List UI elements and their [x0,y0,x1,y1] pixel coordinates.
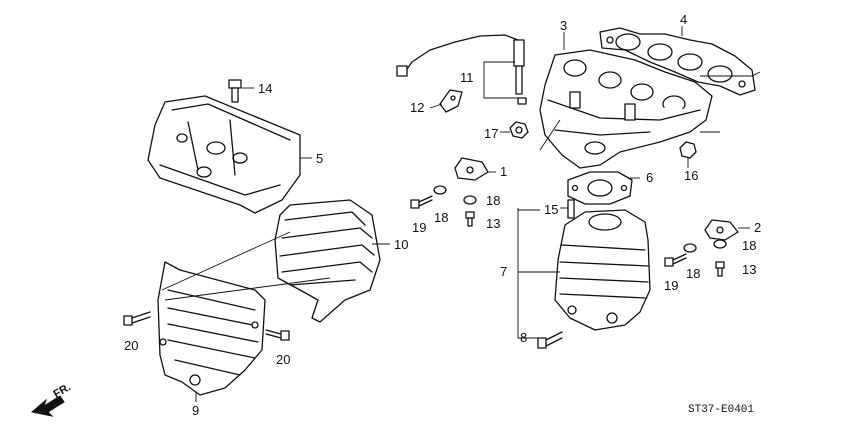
label-19-left: 19 [412,220,426,235]
bolt-13-right [715,261,725,277]
nut-16 [679,141,697,159]
label-12: 12 [410,100,424,115]
bolt-19-right [664,253,687,267]
label-7: 7 [500,264,507,279]
washer-18a [433,185,447,195]
label-9: 9 [192,403,199,418]
front-arrow-icon [30,395,65,417]
label-4: 4 [680,12,687,27]
label-13-left: 13 [486,216,500,231]
label-3: 3 [560,18,567,33]
upper-heat-shield [147,95,301,214]
catalytic-converter [554,209,651,331]
label-5: 5 [316,151,323,166]
bracket-12 [439,89,463,113]
bolt-20-right [265,329,290,341]
part-number-labels: 14 5 10 9 20 20 11 12 17 3 4 6 16 1 2 15… [52,12,762,418]
converter-gasket [567,171,633,205]
bolt-8 [537,331,563,349]
label-8: 8 [520,330,527,345]
drawing-code: ST37-E0401 [688,404,754,416]
bolt-14 [228,79,242,103]
label-11: 11 [460,70,474,85]
label-14: 14 [258,81,272,96]
stud-15 [567,199,575,219]
label-18d: 18 [742,238,756,253]
label-20-left: 20 [124,338,138,353]
exhaust-manifold [539,49,713,169]
washer-18d [713,239,727,249]
label-16: 16 [684,168,698,183]
label-17: 17 [484,126,498,141]
label-18c: 18 [686,266,700,281]
heat-shield-lower-half [157,261,266,396]
nut-17 [509,121,529,139]
bracket-2 [704,219,739,241]
bolt-20-left [123,311,151,326]
bolt-19-left [410,195,433,209]
bracket-1 [454,157,489,181]
label-20-right: 20 [276,352,290,367]
leader-lines [161,26,761,402]
manifold-gasket [599,27,756,96]
label-18a: 18 [434,210,448,225]
oxygen-sensor [396,34,527,105]
label-15: 15 [544,202,558,217]
heat-shield-upper-half [274,199,381,323]
label-13-right: 13 [742,262,756,277]
label-19-right: 19 [664,278,678,293]
label-18b: 18 [486,193,500,208]
label-10: 10 [394,237,408,252]
washer-18c [683,243,697,253]
bolt-13-left [465,211,475,227]
label-6: 6 [646,170,653,185]
washer-18b [463,195,477,205]
label-2: 2 [754,220,761,235]
front-label: FR. [52,381,73,400]
label-1: 1 [500,164,507,179]
